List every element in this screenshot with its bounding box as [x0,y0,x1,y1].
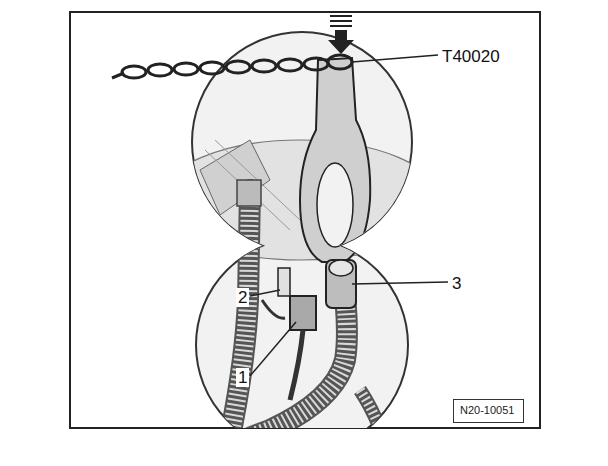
hose-coupling [326,260,356,308]
chain [122,55,352,78]
force-arrow [328,16,354,54]
fuel-hose [225,190,250,428]
callout-number: 3 [450,274,463,293]
puller-tool [300,58,370,262]
release-tab [278,268,290,296]
tool-number: T40020 [440,47,502,66]
leader-line [250,55,448,376]
figure-code-box: N20-10051 [453,399,524,423]
callout-number: 2 [236,288,249,307]
figure-code: N20-10051 [460,405,517,416]
callout-number: 1 [236,368,249,387]
fuel-hose [200,268,347,428]
